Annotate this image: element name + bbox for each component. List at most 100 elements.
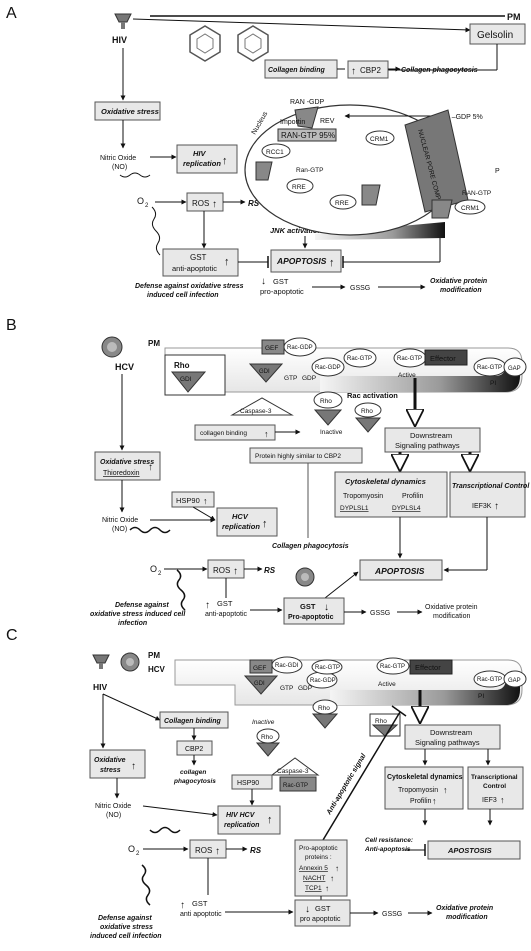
rac-gtp-label-2: Rac-GTP <box>397 356 422 362</box>
up-arrow: ↑ <box>351 66 356 77</box>
anti-apoptotic-signal-line <box>319 711 401 846</box>
no-b: (NO) <box>112 526 127 533</box>
arrow <box>324 571 359 599</box>
rre-label: RRE <box>292 184 306 191</box>
rac-gdp-b1 <box>283 337 317 357</box>
gap-ellipse-c <box>503 670 527 688</box>
up-arrow: ↑ <box>148 462 153 473</box>
defense-c-2: oxidative stress <box>100 924 153 931</box>
rac-gtp-b1 <box>343 348 377 368</box>
gdi-label-c: GDI <box>254 681 265 687</box>
collagen-binding-b: collagen binding <box>200 430 247 437</box>
gdi-triangle-c1 <box>243 675 279 695</box>
gap-label: GAP <box>508 366 521 372</box>
hcv-label-b: HCV <box>115 362 134 372</box>
wavy-line-b2 <box>176 569 186 611</box>
hsp90-b: HSP90 <box>176 496 200 505</box>
tcp1: TCP1 <box>305 885 322 892</box>
downstream-b-2: Signaling pathways <box>395 441 460 450</box>
gdi-label-2: GDI <box>259 369 270 375</box>
arrow <box>132 18 471 33</box>
pm-label-a: PM <box>507 12 521 22</box>
hcv-virus-icon <box>101 336 123 358</box>
down-arrow: ↓ <box>324 602 329 613</box>
rac-gtp-label-c1: Rac-GTP <box>315 665 340 671</box>
crm1-ellipse-out <box>454 199 486 215</box>
membrane-gradient-b <box>320 362 520 392</box>
pro-apoptotic-proteins-box <box>294 839 348 897</box>
up-arrow: ↑ <box>262 518 268 530</box>
hcv-label-c: HCV <box>148 665 166 674</box>
pro-apoptotic-b: Pro-apoptotic <box>288 614 334 621</box>
annexin: Annexin 5 <box>299 865 328 872</box>
hcv-replication-b-2: replication <box>222 522 260 531</box>
o2-b: O <box>150 564 157 574</box>
rs-c: RS <box>250 846 262 855</box>
gtp-b: GTP <box>284 375 297 382</box>
rac-gdp-label-2: Rac-GDP <box>315 365 341 371</box>
up-arrow: ↑ <box>500 795 505 805</box>
gdi-triangle-b1 <box>170 371 207 393</box>
protein-cbp2-box <box>249 447 363 464</box>
subscript: 2 <box>145 203 149 209</box>
gdi-label: GDI <box>180 376 192 383</box>
nitric-oxide-b: Nitric Oxide <box>102 517 138 524</box>
apoptosis-label-a: APOPTOSIS <box>276 256 327 266</box>
rcc1-label: RCC1 <box>266 149 284 156</box>
caspase3-c: Caspase-3 <box>277 768 309 775</box>
rac-gtp-c1 <box>311 659 343 675</box>
gst-pro-b: GST <box>300 602 316 611</box>
collagen-phagocytosis-a: Collagen phagocytosis <box>401 67 478 74</box>
hsp90-c: HSP90 <box>237 780 259 787</box>
collagen-binding-label-a: Collagen binding <box>268 67 325 74</box>
defense-c-1: Defense against <box>98 915 152 922</box>
up-arrow: ↑ <box>215 846 220 857</box>
rho-ellipse-b2 <box>354 402 382 418</box>
gssg-a: GSSG <box>350 285 370 292</box>
oxidative-stress-b: Oxidative stress <box>100 459 154 466</box>
inhibit-bar <box>391 705 407 717</box>
rho-label-c2: Rho <box>375 718 387 725</box>
tropomyosin-b: Tropomyosin <box>343 493 383 500</box>
panel-b-letter: B <box>6 317 17 334</box>
effector-box-c <box>409 659 453 675</box>
transcriptional-c-1: Transcriptional <box>471 774 518 781</box>
rs-b: RS <box>264 566 276 575</box>
panel-b: B PM HCV Rho GDI GEF Rac-GDP GDI GTP GDP… <box>6 317 530 627</box>
pro-apoptotic-a: pro-apoptotic <box>260 287 304 296</box>
subscript: 2 <box>136 851 140 857</box>
pi-b: PI <box>490 380 496 387</box>
gelsolin-label: Gelsolin <box>477 30 513 41</box>
rre-label-2: RRE <box>335 200 349 207</box>
up-arrow: ↑ <box>180 900 185 911</box>
dyplsl4-b: DYPLSL4 <box>392 505 421 512</box>
ief3-c: IEF3 <box>482 797 497 804</box>
up-arrow: ↑ <box>432 796 437 806</box>
oxidative-mod-c-2: modification <box>446 914 488 921</box>
oxidative-stress-box-c <box>89 749 146 779</box>
up-arrow: ↑ <box>443 785 448 795</box>
rac-gtp-label-c2: Rac-GTP <box>380 664 405 670</box>
nitric-oxide-c: Nitric Oxide <box>95 803 131 810</box>
inactive-c: Inactive <box>252 719 275 726</box>
wavy-line-b1 <box>129 526 171 534</box>
oxidative-mod-b-1: Oxidative protein <box>425 604 478 611</box>
gst-pro-box-b <box>283 597 345 625</box>
nitric-oxide-a: Nitric Oxide <box>100 155 136 162</box>
down-arrow: ↓ <box>305 904 310 915</box>
rac-activation: Rac activation <box>347 391 398 400</box>
defense-c-3: induced cell infection <box>90 933 162 940</box>
caspase3-triangle-c <box>270 757 320 776</box>
cbp2-c: CBP2 <box>185 746 203 753</box>
panel-c: C PM HCV HIV GEF Rac-GDI GDI GTP GDP Rac… <box>6 627 527 940</box>
oxidative-stress-label-a: Oxidative stress <box>101 107 159 116</box>
gtp-c: GTP <box>280 685 293 692</box>
wavy-line-c2 <box>141 864 151 906</box>
active-c: Active <box>378 681 396 688</box>
rev-shape-out <box>431 199 453 219</box>
anti-apoptotic-c: anti apoptotic <box>180 911 222 918</box>
collagen-phago-c-1: collagen <box>180 769 206 776</box>
gdi-triangle-b4 <box>354 417 382 433</box>
hiv-hcv-replication-1: HIV HCV <box>226 812 256 819</box>
rev-shape-2 <box>255 161 273 181</box>
